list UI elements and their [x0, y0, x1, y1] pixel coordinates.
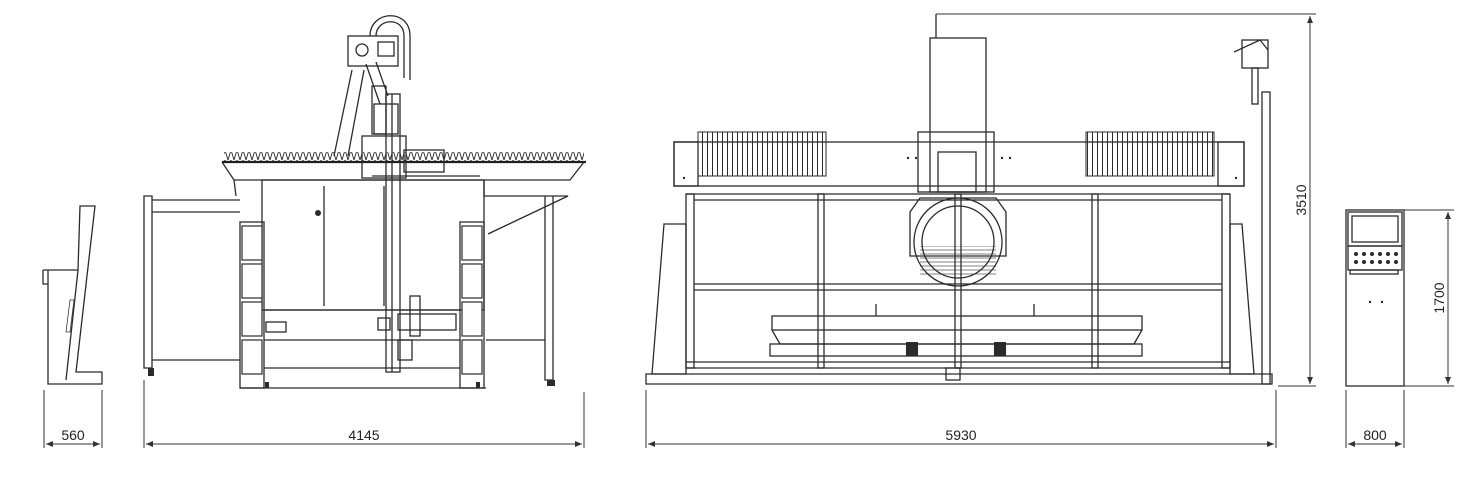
dim-560-label: 560 — [61, 427, 85, 443]
dim-4145-label: 4145 — [348, 427, 379, 443]
control-panel-front-view — [1345, 209, 1405, 387]
dim-5930-label: 5930 — [945, 427, 976, 443]
console-side-view — [42, 205, 103, 385]
dim-800-label: 800 — [1363, 427, 1387, 443]
dimension-lines — [43, 13, 1454, 448]
machine-front-view — [645, 14, 1273, 385]
machine-side-view — [143, 15, 586, 389]
dim-3510-label: 3510 — [1293, 184, 1309, 215]
dim-1700-label: 1700 — [1431, 282, 1447, 313]
